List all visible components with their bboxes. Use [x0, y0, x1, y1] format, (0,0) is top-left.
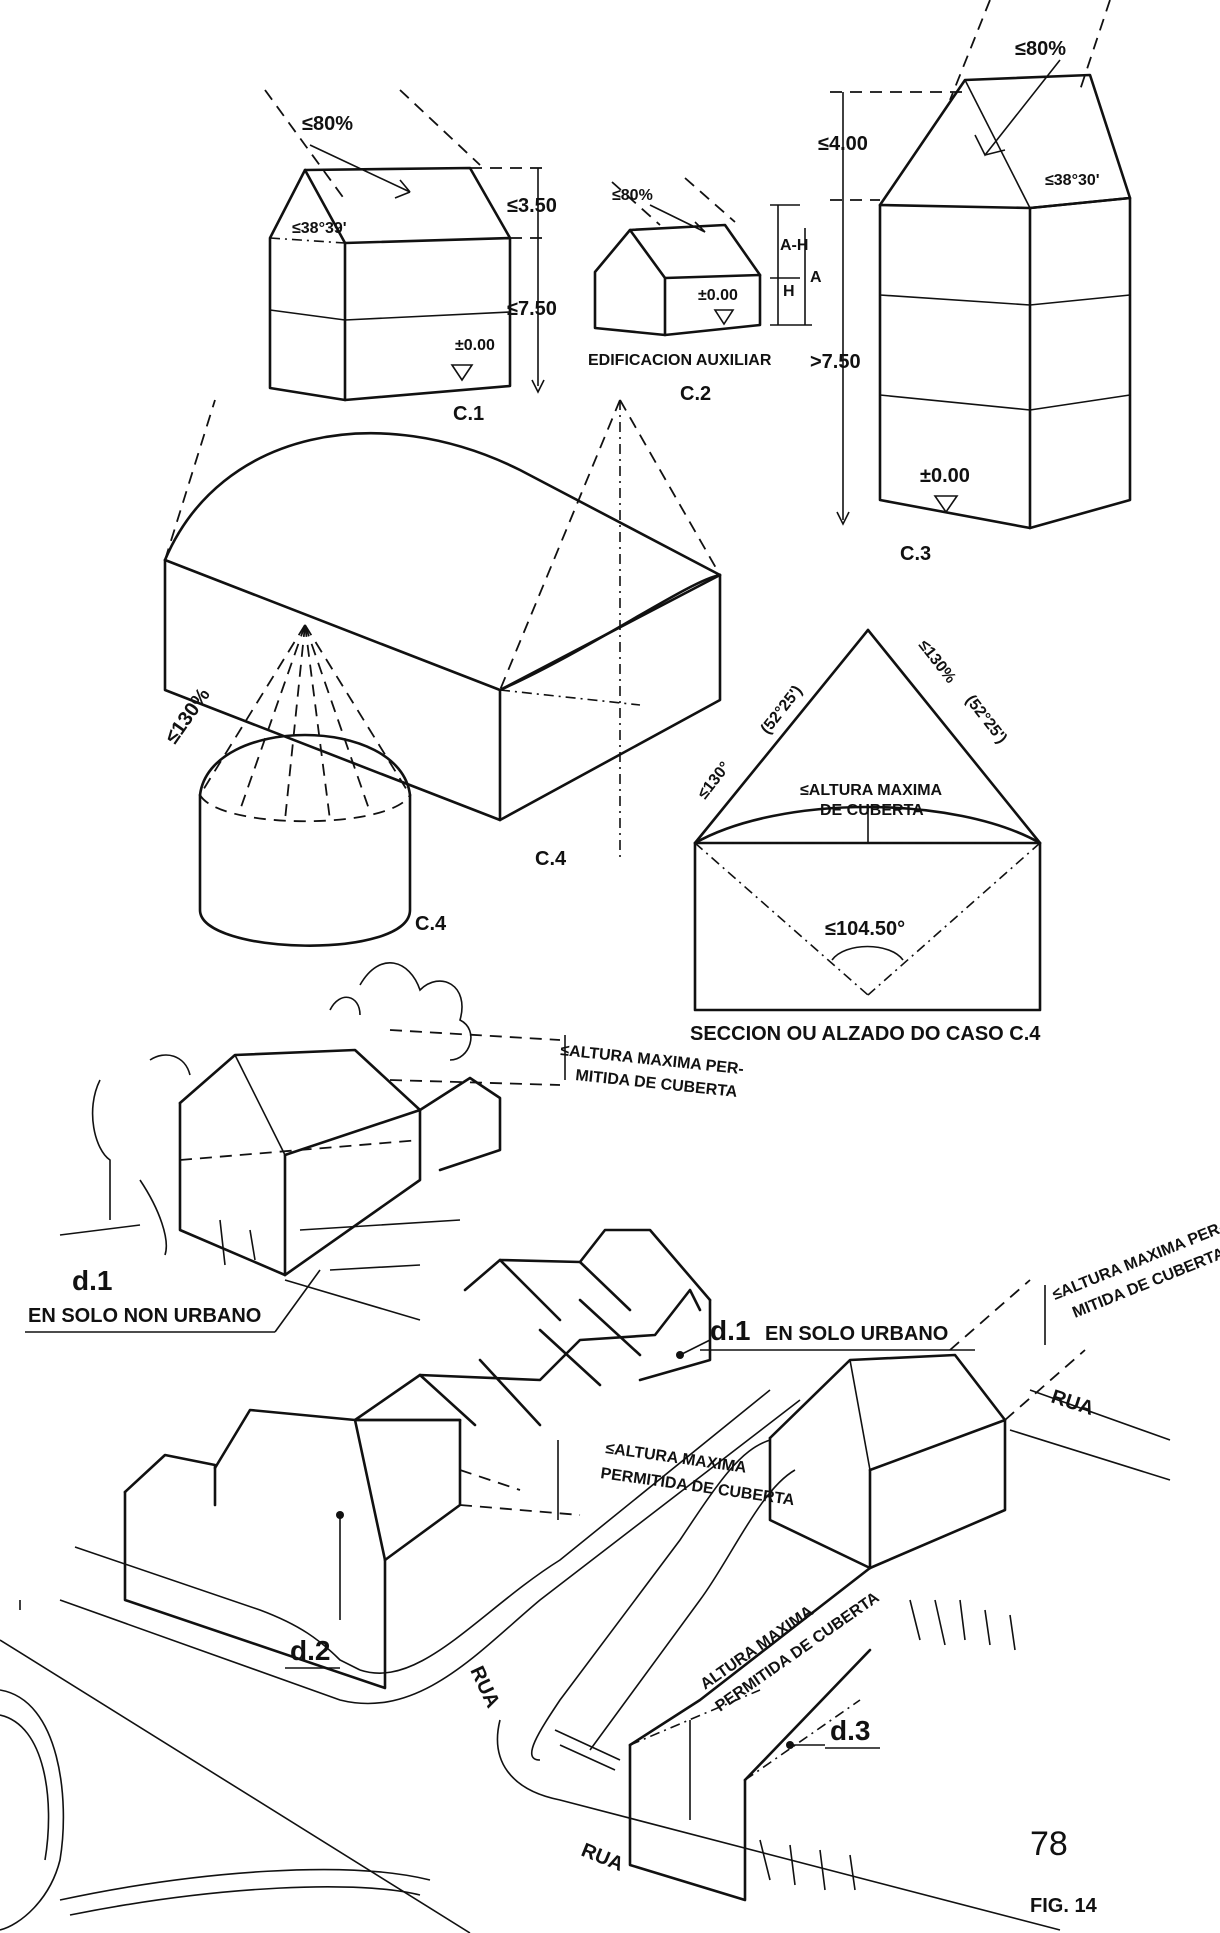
case-d1-rural: ≤ALTURA MAXIMA PER- MITIDA DE CUBERTA d.… — [25, 962, 745, 1333]
d1-rural-label: d.1 — [72, 1265, 112, 1296]
case-c4-silo: ≤130% C.4 — [161, 624, 447, 947]
rua-1: RUA — [465, 1663, 503, 1712]
c3-label: C.3 — [900, 543, 931, 565]
c3-h-top: ≤4.00 — [818, 133, 868, 155]
c2-level: ±0.00 — [698, 287, 738, 304]
stamp-seal — [0, 1689, 431, 1931]
c1-level: ±0.00 — [455, 337, 495, 354]
case-d3: d.3 ALTURA MAXIMA PERMITIDA DE CUBERTA ≤… — [554, 1219, 1220, 1902]
c4-pct-left: ≤130° — [695, 759, 734, 802]
case-d2: d.2 ≤ALTURA MAXIMA PERMITIDA DE CUBERTA — [123, 1408, 796, 1690]
c1-h-top: ≤3.50 — [507, 195, 557, 217]
c1-roof-pct: ≤80% — [302, 113, 353, 135]
page-number: 78 — [1030, 1825, 1068, 1863]
c4-silo-label: C.4 — [415, 913, 447, 935]
c1-label: C.1 — [453, 403, 484, 425]
c4-section-caption: SECCION OU ALZADO DO CASO C.4 — [690, 1023, 1041, 1045]
c3-roof-pct: ≤80% — [1015, 38, 1066, 60]
street-network: RUA RUA RUA — [0, 1386, 1171, 1933]
c2-level-triangle — [713, 309, 735, 326]
d2-note-line2: PERMITIDA DE CUBERTA — [599, 1465, 795, 1509]
c4-angle-left: (52°25') — [758, 683, 806, 738]
c2-dim-h: H — [783, 283, 795, 300]
case-c4-barrel: C.4 — [163, 399, 722, 870]
c4-silo-pct: ≤130% — [161, 684, 215, 748]
case-c4-section: ≤130° (52°25') ≤130% (52°25') ≤ALTURA MA… — [690, 628, 1042, 1045]
c2-roof-pct: ≤80% — [612, 187, 653, 204]
case-c2: ≤80% ±0.00 A-H H A EDIFICACION AUXILIAR … — [588, 177, 822, 405]
c4-barrel-label: C.4 — [535, 848, 567, 870]
c2-label: C.2 — [680, 383, 711, 405]
rua-2: RUA — [1048, 1386, 1096, 1420]
c3-angle: ≤38°30' — [1045, 172, 1100, 189]
c1-angle: ≤38°39' — [292, 220, 347, 237]
d3-label: d.3 — [830, 1715, 870, 1746]
case-c1: ≤80% ≤38°39' ≤3.50 ≤7.50 ±0.00 C.1 — [264, 89, 557, 425]
c1-h-total: ≤7.50 — [507, 298, 557, 320]
case-c3: ≤80% ≤38°30' ≤4.00 >7.50 ±0.00 C.3 — [810, 0, 1132, 565]
c4-pct-right: ≤130% — [915, 637, 959, 687]
c4-altura-line1: ≤ALTURA MAXIMA — [800, 782, 943, 799]
c2-caption: EDIFICACION AUXILIAR — [588, 352, 772, 369]
case-d1-urban: d.1 EN SOLO URBANO — [353, 1228, 975, 1427]
c4-altura-line2: DE CUBERTA — [820, 802, 924, 819]
rua-3: RUA — [578, 1839, 626, 1876]
c3-level-triangle — [933, 495, 959, 514]
c4-bottom-angle: ≤104.50° — [825, 918, 905, 940]
c1-level-triangle — [450, 364, 474, 382]
c2-dim-ah: A-H — [780, 237, 808, 254]
d1-urban-label: d.1 — [710, 1315, 750, 1346]
c3-level: ±0.00 — [920, 465, 970, 487]
figure-label: FIG. 14 — [1030, 1895, 1098, 1917]
c4-angle-right: (52°25') — [962, 692, 1010, 747]
d2-label: d.2 — [290, 1635, 330, 1666]
c2-dim-a: A — [810, 269, 822, 286]
d1-rural-caption: EN SOLO NON URBANO — [28, 1305, 261, 1327]
d1-urban-caption: EN SOLO URBANO — [765, 1323, 948, 1345]
c3-h-total: >7.50 — [810, 351, 861, 373]
